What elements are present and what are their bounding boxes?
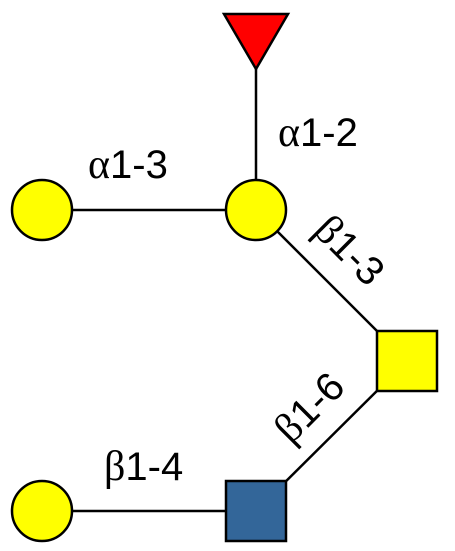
galactose-branch-circle-icon [10, 178, 74, 242]
glcnac-square-icon [224, 479, 288, 543]
linkage-label-galnac-glcnac: β1-6 [266, 364, 355, 453]
galactosamine-square-icon [375, 329, 439, 393]
linkage-positions: 1-2 [300, 111, 358, 155]
linkage-label-gal-glcnac: β1-4 [104, 444, 183, 490]
galactose-center-circle-icon [224, 178, 288, 242]
linkage-label-gal-galnac: β1-3 [305, 207, 394, 296]
linkage-label-gal-gal: α1-3 [88, 142, 168, 188]
anomer-symbol: α [278, 110, 300, 156]
anomer-symbol: α [88, 142, 110, 188]
linkage-positions: 1-4 [125, 445, 183, 489]
linkage-label-fuc-gal: α1-2 [278, 110, 358, 156]
galactose-bottom-circle-icon [10, 479, 74, 543]
fucose-triangle-icon [221, 12, 291, 72]
anomer-symbol: β [104, 444, 125, 490]
linkage-positions: 1-3 [110, 143, 168, 187]
